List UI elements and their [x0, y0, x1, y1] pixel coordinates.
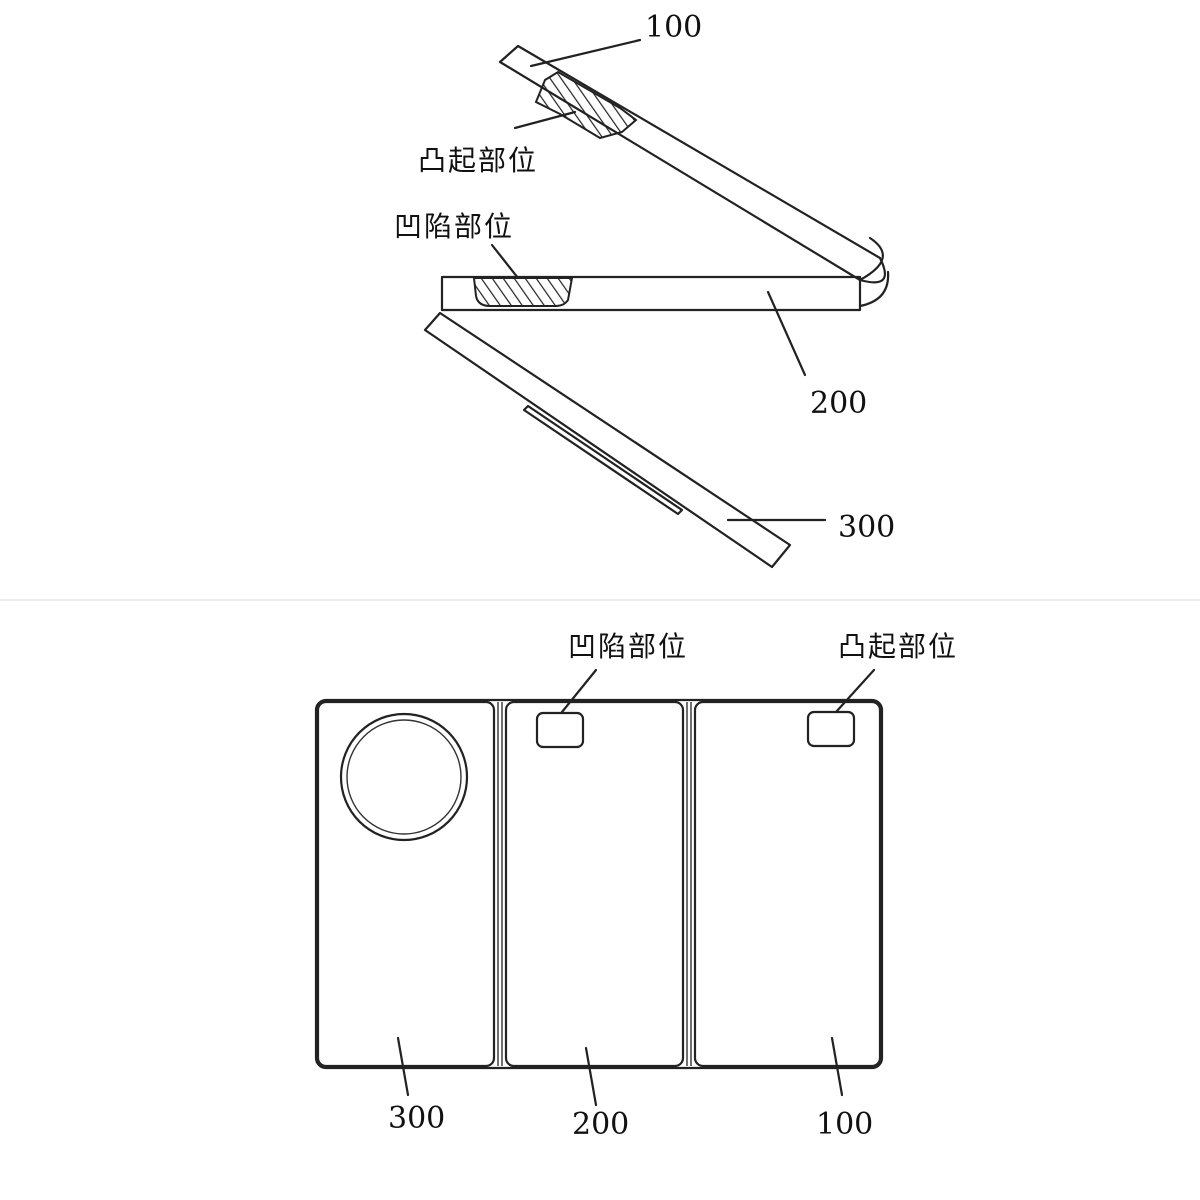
label-200-bottom: 200 — [572, 1107, 629, 1142]
protrusion-marker — [806, 710, 856, 748]
label-protrusion: 凸起部位 — [418, 144, 538, 177]
label-300: 300 — [838, 510, 895, 545]
panel-200-side — [440, 275, 862, 312]
leader-recess — [490, 243, 520, 280]
protrusion-side — [534, 70, 638, 140]
leader-200-bottom — [584, 1046, 598, 1107]
camera-ring-outer — [339, 712, 469, 842]
hinge-outer — [858, 270, 890, 308]
device-outline — [314, 698, 884, 1070]
leader-recess-bottom — [560, 668, 598, 714]
bottom-back-view: 凹陷部位 凸起部位 300 200 100 — [314, 630, 958, 1142]
leader-200 — [766, 290, 807, 377]
panel-100-back — [693, 700, 882, 1068]
hinge-curve — [858, 236, 884, 282]
label-protrusion-bottom: 凸起部位 — [838, 630, 958, 663]
recess-side — [472, 277, 574, 307]
leader-protrusion — [513, 110, 577, 130]
leader-300-bottom — [396, 1036, 410, 1097]
label-100: 100 — [645, 10, 702, 45]
top-side-view: 100 凸起部位 凹陷部位 200 300 — [394, 10, 895, 569]
camera-ring-inner — [346, 719, 462, 835]
panel-200-back — [504, 700, 685, 1068]
recess-marker — [535, 711, 585, 749]
leader-100-bottom — [830, 1036, 844, 1097]
panel-300-back — [316, 700, 496, 1068]
panel-300-plate — [522, 404, 684, 516]
label-100-bottom: 100 — [816, 1107, 873, 1142]
leader-protrusion-bottom — [834, 668, 876, 714]
leader-100 — [529, 38, 642, 68]
label-200: 200 — [810, 386, 867, 421]
panel-300-side — [423, 311, 792, 569]
label-300-bottom: 300 — [388, 1101, 445, 1136]
label-recess-bottom: 凹陷部位 — [568, 630, 688, 663]
label-recess: 凹陷部位 — [394, 210, 514, 243]
